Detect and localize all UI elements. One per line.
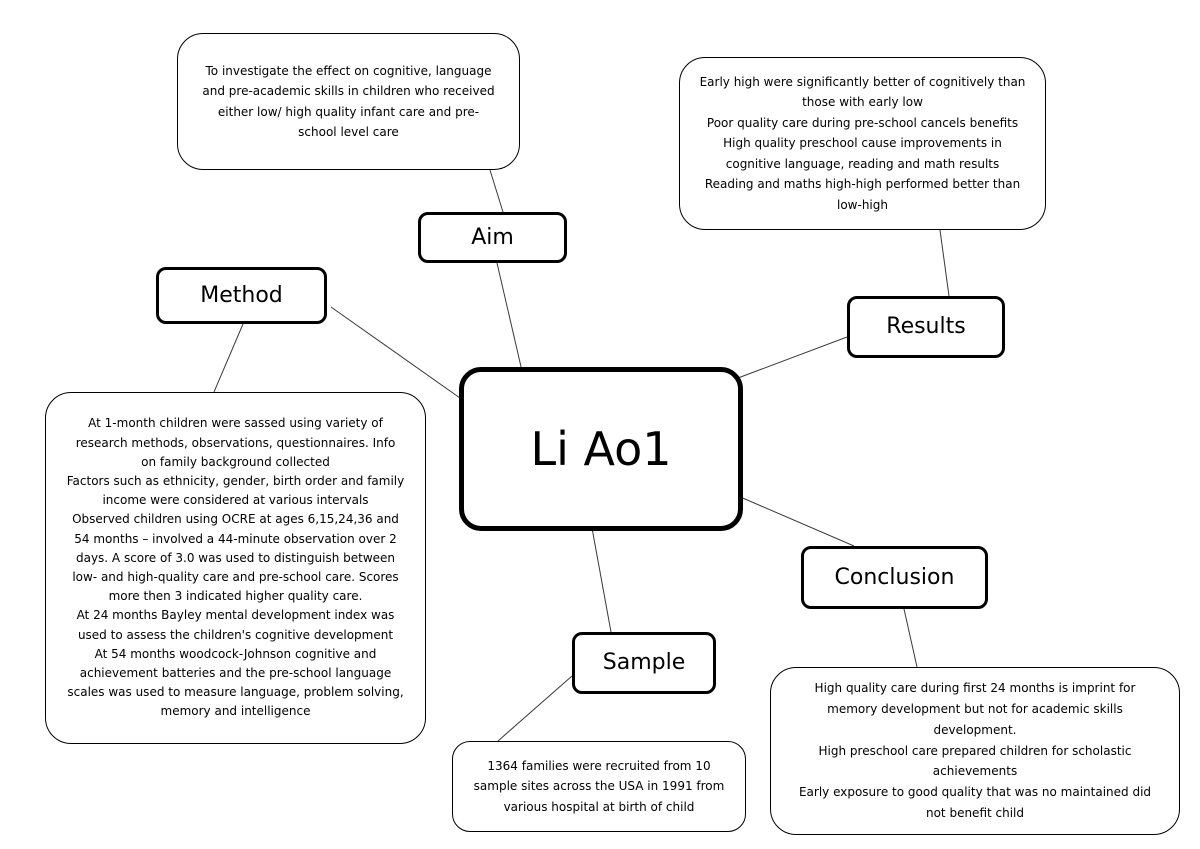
results-label: Results [886,314,966,339]
central-topic-title: Li Ao1 [530,422,672,476]
conclusion-note-line: development. [933,722,1017,737]
method-label-box: Method [156,267,327,324]
method-note-line: At 54 months woodcock-Johnson cognitive … [94,646,377,661]
connector-results-center [737,336,848,379]
aim-note-line: school level care [298,125,399,139]
aim-note-box: To investigate the effect on cognitive, … [177,33,520,170]
connector-method-center [330,306,461,399]
connector-conclusion-conclusionnote [903,608,918,668]
aim-label-box: Aim [418,212,567,263]
conclusion-label: Conclusion [834,564,955,590]
conclusion-note-line: High preschool care prepared children fo… [818,743,1132,758]
results-label-box: Results [847,296,1005,358]
sample-note-line: sample sites across the USA in 1991 from [473,779,725,794]
sample-note-box: 1364 families were recruited from 10 sam… [452,741,746,832]
conclusion-note-line: memory development but not for academic … [827,702,1123,716]
method-note-line: At 24 months Bayley mental development i… [76,608,395,623]
aim-label: Aim [471,224,514,250]
connector-center-conclusion [737,495,855,547]
conclusion-note-line: not benefit child [925,805,1025,820]
conclusion-note-box: High quality care during first 24 months… [770,667,1180,835]
sample-label: Sample [602,650,686,675]
conclusion-note-line: Early exposure to good quality that was … [798,785,1152,800]
method-note-line: 54 months – involved a 44-minute observa… [74,531,397,546]
conclusion-label-box: Conclusion [801,546,988,609]
method-note-line: Factors such as ethnicity, gender, birth… [66,473,405,488]
connector-center-sample [591,527,612,633]
method-note-line: on family background collected [141,454,330,469]
method-note-line: low- and high-quality care and pre-schoo… [72,570,399,584]
method-note-line: income were considered at various interv… [102,493,369,508]
results-note-line: High quality preschool cause improvement… [723,136,1002,151]
sample-label-box: Sample [572,632,716,694]
connector-sample-samplenote [497,675,573,742]
method-note-line: days. A score of 3.0 was used to disting… [75,550,396,565]
connector-method-methodnote [213,323,244,393]
sample-note-line: various hospital at birth of child [503,799,695,814]
method-note-line: Observed children using OCRE at ages 6,1… [72,512,399,527]
results-note-line: Early high were significantly better of … [699,74,1026,89]
method-note-line: achievement batteries and the pre-school… [79,666,392,681]
conclusion-note-line: achievements [932,764,1018,779]
method-note-line: scales was used to measure language, pro… [67,685,404,700]
aim-note-line: To investigate the effect on cognitive, … [205,63,492,78]
results-note-line: Reading and maths high-high performed be… [704,177,1021,192]
aim-note-line: and pre-academic skills in children who … [202,84,495,98]
results-note-line: cognitive language, reading and math res… [725,156,1000,171]
connector-resultsnote-results [939,229,950,297]
method-note-line: At 1-month children were sassed using va… [88,416,383,431]
method-label: Method [200,282,283,308]
method-note-line: more then 3 indicated higher quality car… [108,589,363,604]
results-note-line: those with early low [802,95,923,110]
aim-note-line: either low/ high quality infant care and… [217,104,480,119]
results-note-line: Poor quality care during pre-school canc… [706,115,1019,130]
method-note-line: used to assess the children's cognitive … [77,627,394,642]
results-note-box: Early high were significantly better of … [679,57,1046,230]
method-note-line: research methods, observations, question… [75,435,396,450]
connector-aim-center [496,262,523,372]
conclusion-note-line: High quality care during first 24 months… [814,681,1136,696]
method-note-box: At 1-month children were sassed using va… [45,392,426,744]
sample-note-line: 1364 families were recruited from 10 [487,758,711,773]
method-note-line: memory and intelligence [160,704,311,719]
central-topic-box: Li Ao1 [459,367,743,531]
results-note-line: low-high [837,197,888,212]
